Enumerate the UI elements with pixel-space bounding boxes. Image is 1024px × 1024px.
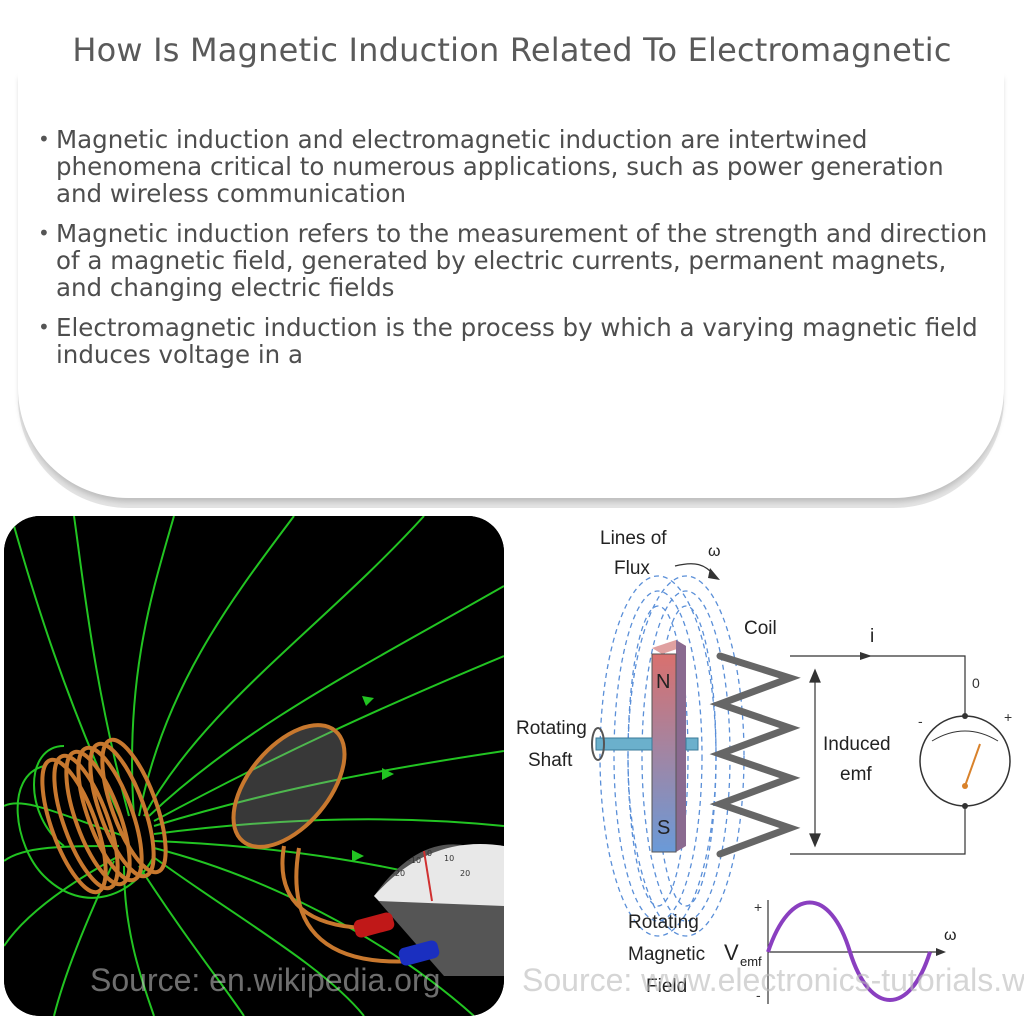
rotating-shaft-label: Rotating xyxy=(516,718,587,739)
bullet-list: Magnetic induction and electromagnetic i… xyxy=(38,126,988,381)
meter-tick: 0 xyxy=(427,849,432,858)
current-arrow xyxy=(860,652,872,660)
coil-label: Coil xyxy=(744,618,777,639)
coil-windings xyxy=(709,652,801,858)
copper-coil xyxy=(40,737,168,895)
lines-of-flux-label: Flux xyxy=(614,558,650,579)
sine-wave-plot: + - V emf ω xyxy=(724,899,957,1004)
vemf-label: V xyxy=(724,940,739,965)
diagram-labels: Lines of Flux ω Coil i Induced emf Rotat… xyxy=(516,528,891,997)
meter-tick: -20 xyxy=(392,869,405,878)
image-source-right: Source: www.electronics-tutorials.ws xyxy=(522,962,1024,998)
induced-emf-label: Induced xyxy=(823,734,891,755)
meter-minus-label: - xyxy=(918,713,923,729)
circuit-wires xyxy=(790,655,966,855)
omega-axis-label: ω xyxy=(944,927,957,944)
bullet-item: Magnetic induction refers to the measure… xyxy=(38,220,988,301)
coil-field-svg: -20 -10 0 10 20 xyxy=(4,516,504,1016)
meter-zero-label: 0 xyxy=(972,675,980,691)
bullet-item: Magnetic induction and electromagnetic i… xyxy=(38,126,988,207)
rotating-field-label: Magnetic xyxy=(628,944,705,965)
shaft-right xyxy=(685,737,699,751)
rotating-field-label: Rotating xyxy=(628,912,699,933)
lines-of-flux-label: Lines of xyxy=(600,528,667,549)
north-pole-label: N xyxy=(656,671,670,693)
induced-emf-label: emf xyxy=(840,764,872,785)
galvanometer: -20 -10 0 10 20 xyxy=(353,844,504,976)
meter: 0 - + xyxy=(918,675,1012,809)
meter-tick: 10 xyxy=(444,854,454,863)
rotating-shaft-label: Shaft xyxy=(528,750,573,771)
meter-tick: -10 xyxy=(408,856,421,865)
rotation-arrow xyxy=(591,727,605,761)
field-arrows xyxy=(352,696,394,862)
image-source-left: Source: en.wikipedia.org xyxy=(90,962,441,998)
generator-svg: N S 0 - + xyxy=(516,528,1012,1004)
south-pole-label: S xyxy=(657,817,670,839)
omega-label: ω xyxy=(708,543,721,560)
wave-plus-label: + xyxy=(754,899,762,915)
shaft-left xyxy=(595,737,653,751)
meter-plus-label: + xyxy=(1004,709,1012,725)
ac-generator-diagram: N S 0 - + xyxy=(510,516,1018,1016)
wave-minus-label: - xyxy=(756,987,761,1003)
current-label: i xyxy=(870,626,874,647)
coil-field-illustration: -20 -10 0 10 20 xyxy=(4,516,504,1016)
pickup-loop xyxy=(231,723,415,964)
bullet-item: Electromagnetic induction is the process… xyxy=(38,314,988,368)
vemf-subscript: emf xyxy=(740,954,762,969)
bar-magnet: N S xyxy=(651,640,686,853)
meter-tick: 20 xyxy=(460,869,470,878)
emf-arrow xyxy=(809,668,821,848)
rotating-field-label: Field xyxy=(646,976,687,997)
